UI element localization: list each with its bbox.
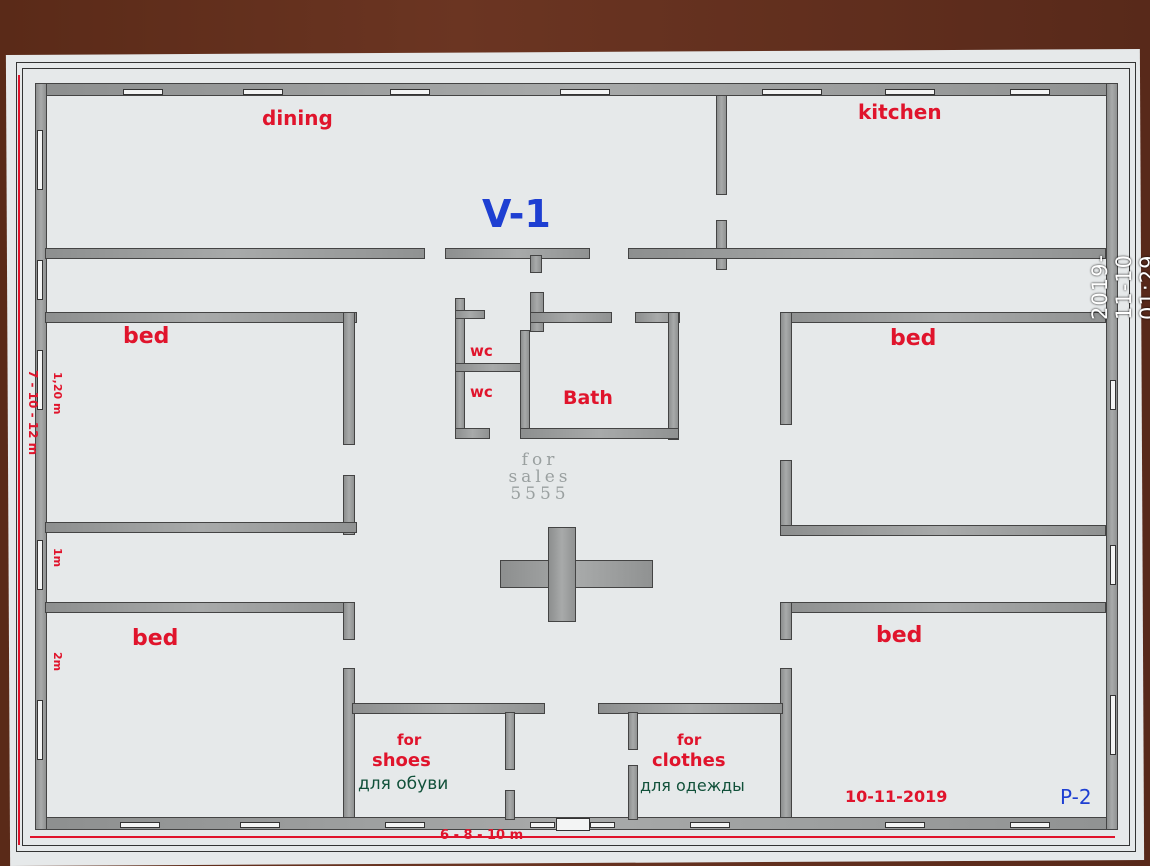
room-label-shoes: shoes (372, 750, 431, 771)
plan-title: V-1 (482, 192, 551, 236)
sheet-number: P-2 (1060, 785, 1092, 809)
room-label-clothes-russian: для одежды (640, 776, 745, 795)
wall-segment (45, 312, 357, 323)
window (120, 822, 160, 828)
dimension-2m: 2m (51, 652, 64, 672)
room-label-bed-bottom-left: bed (132, 626, 179, 651)
wall-segment (520, 428, 679, 439)
dimension-line-left (18, 75, 20, 845)
wall-segment (780, 602, 1106, 613)
wall-segment (343, 312, 355, 445)
wall-segment (780, 312, 1106, 323)
pencil-note-line-1: for (521, 450, 559, 470)
window (390, 89, 430, 95)
wall-segment (548, 527, 576, 622)
window (1010, 89, 1050, 95)
wall-segment (530, 255, 542, 273)
wall-segment (628, 712, 638, 750)
window (37, 260, 43, 300)
window (885, 89, 935, 95)
window (885, 822, 925, 828)
pencil-note-line-3: 5555 (510, 484, 570, 504)
wall-segment (1106, 83, 1118, 830)
room-label-kitchen: kitchen (858, 100, 942, 124)
wall-segment (343, 668, 355, 818)
wall-segment (716, 95, 727, 195)
room-label-bed-top-left: bed (123, 324, 170, 349)
room-label-dining: dining (262, 106, 333, 130)
window (37, 700, 43, 760)
window (1010, 822, 1050, 828)
wall-segment (343, 602, 355, 640)
drawing-date: 10-11-2019 (845, 787, 948, 806)
wall-segment (628, 765, 638, 820)
wall-segment (455, 310, 485, 319)
wall-segment (500, 560, 653, 588)
wall-segment (45, 522, 357, 533)
wall-segment (445, 248, 590, 259)
wall-segment (780, 312, 792, 425)
wall-segment (45, 602, 355, 613)
window (530, 822, 555, 828)
window (37, 350, 43, 410)
wall-segment (780, 668, 792, 818)
wall-segment (598, 703, 783, 714)
wall-segment (45, 248, 425, 259)
window (240, 822, 280, 828)
wall-segment (530, 312, 612, 323)
wall-segment (780, 460, 792, 535)
room-label-shoes-for: for (397, 731, 422, 749)
dimension-1m: 1m (51, 548, 64, 568)
window (1110, 380, 1116, 410)
pencil-note-line-2: sales (508, 467, 572, 487)
room-label-bath: Bath (563, 387, 613, 409)
wall-segment (520, 330, 530, 430)
window (1110, 545, 1116, 585)
window (123, 89, 163, 95)
window (37, 540, 43, 590)
window (590, 822, 615, 828)
window (560, 89, 610, 95)
wall-segment (343, 475, 355, 535)
inner-border (22, 68, 1130, 846)
wall-segment (455, 363, 530, 372)
window (37, 130, 43, 190)
room-label-bed-top-right: bed (890, 326, 937, 351)
pencil-note: for sales 5555 (480, 452, 600, 503)
dimension-1-20m: 1,20 m (51, 372, 64, 415)
room-label-wc-2: wc (470, 383, 493, 401)
wall-segment (780, 525, 1106, 536)
dimension-bottom: 6 - 8 - 10 m (440, 828, 524, 843)
entrance-door (556, 818, 590, 831)
window (762, 89, 822, 95)
dimension-line-bottom (30, 836, 1115, 838)
room-label-wc-1: wc (470, 342, 493, 360)
window (1110, 695, 1116, 755)
camera-timestamp: 2019-11-10 01:29 (1088, 253, 1150, 320)
dimension-overall-side: 7 - 10 - 12 m (26, 370, 40, 456)
wall-segment (635, 312, 680, 323)
room-label-shoes-russian: для обуви (358, 774, 449, 794)
room-label-bed-bottom-right: bed (876, 623, 923, 648)
wall-segment (352, 703, 545, 714)
wall-segment (505, 790, 515, 820)
room-label-clothes-for: for (677, 731, 702, 749)
outer-border (16, 62, 1136, 852)
wall-segment (455, 428, 490, 439)
window (243, 89, 283, 95)
wall-segment (505, 712, 515, 770)
window (385, 822, 425, 828)
wall-segment (780, 602, 792, 640)
window (690, 822, 730, 828)
room-label-clothes: clothes (652, 750, 726, 771)
wall-segment (668, 312, 679, 440)
wall-segment (716, 220, 727, 270)
wall-segment (628, 248, 1106, 259)
